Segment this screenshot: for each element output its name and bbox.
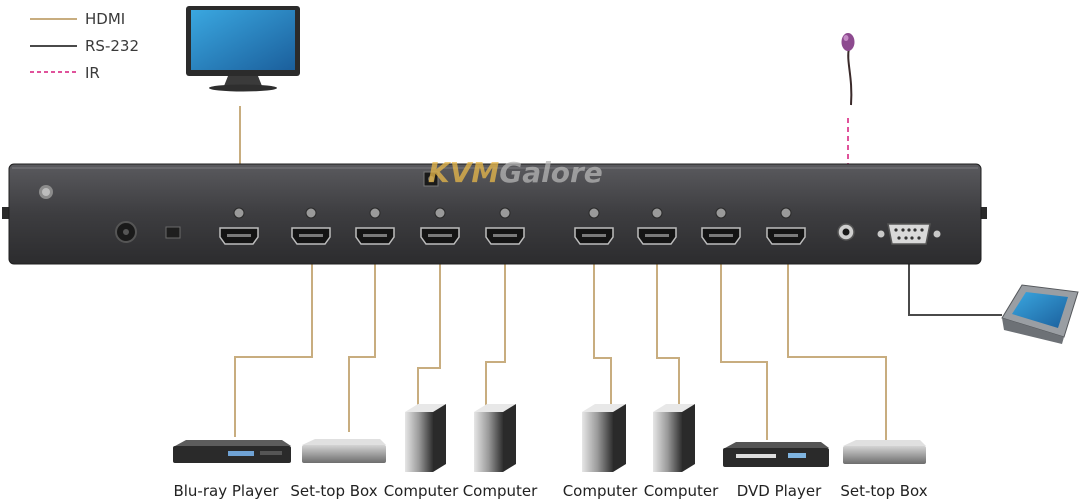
device-label-4: Computer [463,482,538,500]
hdmi-cable-5 [593,258,612,405]
computer-tower-icon [405,404,446,472]
settop-box-icon [843,440,926,464]
port-led-icon [369,207,381,219]
legend-label-ir: IR [85,64,100,82]
hdmi-cable-8 [787,258,887,440]
port-led-icon [651,207,663,219]
hdmi-input-port [291,207,331,245]
settop-box-icon [302,439,386,463]
port-led-icon [434,207,446,219]
hdmi-cable-1 [234,258,313,437]
hdmi-input-port [766,207,806,245]
hdmi-cable-2 [348,258,376,432]
hdmi-pins [363,234,387,237]
hdmi-ports [219,207,806,245]
hdmi-cable-6 [656,258,680,408]
hdmi-pins [299,234,323,237]
hdmi-output-port [219,207,259,245]
hdmi-pins [428,234,452,237]
legend-item-hdmi: HDMI [30,10,125,28]
ir-receiver-icon [841,33,855,106]
touch-panel-icon [1001,284,1079,344]
hdmi-pins [227,234,251,237]
rs232-cable [908,258,1002,316]
device-labels: Blu-ray Player Set-top Box Computer Comp… [173,482,927,500]
hdmi-input-port [574,207,614,245]
hdmi-input-port [485,207,525,245]
hdmi-pins [493,234,517,237]
device-label-5: Computer [563,482,638,500]
dvd-player-icon [723,442,829,467]
hdmi-pins [582,234,606,237]
device-label-6: Computer [644,482,719,500]
port-led-icon [305,207,317,219]
hdmi-pins [645,234,669,237]
hdmi-pins [774,234,798,237]
bluray-player-icon [173,440,291,463]
device-label-1: Blu-ray Player [173,482,279,500]
port-led-icon [588,207,600,219]
dip-switch-icon [165,226,181,239]
computer-tower-icon [653,404,695,472]
legend-item-rs232: RS-232 [30,37,139,55]
hdmi-input-port [701,207,741,245]
device-label-8: Set-top Box [840,482,927,500]
legend-label-hdmi: HDMI [85,10,125,28]
monitor-icon [186,6,300,92]
rs232-port-icon [877,223,941,245]
top-port-icon [423,171,439,187]
hdmi-cable-7 [720,258,768,440]
hdmi-input-port [420,207,460,245]
legend: HDMI RS-232 IR [30,10,139,82]
hdmi-pins [709,234,733,237]
computer-tower-icon [474,404,516,472]
port-led-icon [715,207,727,219]
port-led-icon [233,207,245,219]
hdmi-input-port [637,207,677,245]
computer-tower-icon [582,404,626,472]
legend-item-ir: IR [30,64,100,82]
hdmi-cable-3 [417,258,441,405]
device-label-3: Computer [384,482,459,500]
hdmi-input-port [355,207,395,245]
port-led-icon [780,207,792,219]
device-label-2: Set-top Box [290,482,377,500]
hdmi-cable-4 [485,258,506,406]
ir-jack-icon [837,223,855,241]
watermark: KVMGalore [428,156,603,189]
legend-label-rs232: RS-232 [85,37,139,55]
port-led-icon [499,207,511,219]
power-jack-icon [115,221,137,243]
ground-screw-icon [39,185,53,199]
device-label-7: DVD Player [737,482,822,500]
hdmi-matrix-switch: KVMGalore [2,156,987,265]
